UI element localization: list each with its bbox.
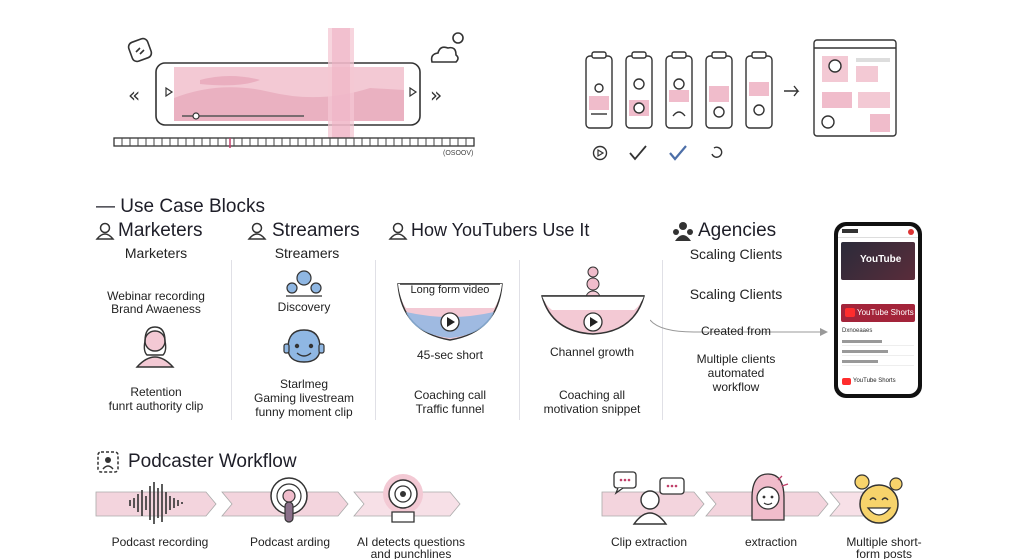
podcast-step-3a: AI detects questions	[356, 535, 466, 549]
divider	[662, 260, 663, 420]
youtube-logo-icon	[845, 308, 855, 317]
refresh-icon	[709, 144, 725, 160]
podcaster-workflow-title: Podcaster Workflow	[128, 451, 297, 472]
streamers-item-4: funny moment clip	[255, 405, 353, 419]
agencies-item-2: Scaling Clients	[689, 286, 783, 302]
long-form-bowl-graphic	[396, 276, 504, 344]
agencies-item-6: workflow	[712, 380, 760, 394]
phone-brand: YouTube	[860, 254, 902, 265]
laughing-emoji-icon	[850, 470, 908, 528]
agencies-item-3: Created from	[700, 324, 772, 338]
person-icon	[247, 221, 267, 241]
phone-mockup: YouTube YouTube Shorts Dxnoeaaes YouTube…	[834, 222, 922, 398]
agencies-header: Agencies	[698, 220, 777, 241]
phone-list-row	[842, 340, 914, 346]
video-timeline-graphic: « »	[110, 28, 480, 163]
person-icon	[95, 221, 115, 241]
svg-text:»: »	[430, 83, 442, 107]
discovery-people-icon	[284, 268, 324, 298]
marketers-item-4: funrt authority clip	[108, 399, 204, 413]
youtubers-item-2: Channel growth	[549, 345, 635, 359]
marketers-item-1: Webinar recording	[107, 289, 205, 303]
agencies-item-5: automated	[707, 366, 765, 380]
phone-clips-to-desktop-graphic	[582, 36, 902, 166]
youtubers-item-3: Coaching call	[413, 388, 487, 402]
podcast-step-5: extraction	[744, 535, 798, 549]
phone-list-row	[842, 360, 914, 366]
agencies-item-4: Multiple clients	[696, 352, 776, 366]
divider	[519, 260, 520, 420]
chat-bubbles-person-icon	[612, 470, 688, 528]
streamers-subheader: Streamers	[274, 245, 340, 261]
person-icon	[388, 221, 408, 241]
youtubers-item-5: Coaching all	[558, 388, 626, 402]
growth-bowl-graphic	[538, 266, 648, 342]
phone-status-bar	[838, 226, 918, 238]
podcast-step-2: Podcast arding	[249, 535, 331, 549]
streamers-item-3: Gaming livestream	[253, 391, 355, 405]
youtubers-header: How YouTubers Use It	[411, 220, 590, 240]
marketers-header: Marketers	[118, 220, 203, 241]
youtubers-item-6: motivation snippet	[543, 402, 641, 416]
phone-shorts-bar: YouTube Shorts	[841, 304, 915, 322]
youtubers-bowl-label: Long form video	[410, 284, 490, 296]
podcast-step-1: Podcast recording	[111, 535, 209, 549]
use-case-blocks-title: — Use Case Blocks	[96, 196, 265, 217]
connector-line	[650, 318, 830, 338]
phone-screen: YouTube YouTube Shorts Dxnoeaaes YouTube…	[838, 226, 918, 394]
check-icon	[628, 144, 648, 162]
podcast-step-4: Clip extraction	[610, 535, 688, 549]
ai-webcam-icon	[380, 472, 426, 528]
team-icon	[672, 220, 694, 242]
podcast-step-6b: form posts	[855, 547, 912, 559]
podcast-step-6a: Multiple short-	[846, 535, 922, 549]
gamer-face-icon	[282, 326, 326, 366]
phone-shorts-footer: YouTube Shorts	[842, 376, 914, 388]
phone-list-title: Dxnoeaaes	[842, 328, 873, 334]
youtube-logo-icon	[842, 378, 851, 385]
streamers-item-2: Starlmeg	[279, 377, 329, 391]
svg-text:«: «	[128, 83, 140, 107]
phone-shorts-footer-label: YouTube Shorts	[853, 378, 896, 384]
podcast-icon	[97, 451, 119, 473]
waveform-icon	[122, 478, 194, 528]
marketers-item-3: Retention	[130, 385, 182, 399]
check-blue-icon	[668, 144, 688, 162]
girl-headphones-icon	[744, 470, 790, 528]
streamers-item-1: Discovery	[277, 300, 331, 314]
timeline-timecode: (OSOOV)	[443, 150, 474, 157]
phone-hero	[841, 242, 915, 280]
youtubers-item-4: Traffic funnel	[415, 402, 485, 416]
podcast-step-3b: and punchlines	[370, 547, 452, 559]
podcast-mic-icon	[266, 476, 312, 528]
woman-avatar-icon	[132, 323, 178, 369]
agencies-item-1: Scaling Clients	[689, 246, 783, 262]
phone-list-row	[842, 350, 914, 356]
streamers-header: Streamers	[272, 220, 360, 241]
divider	[375, 260, 376, 420]
divider	[231, 260, 232, 420]
phone-shorts-label: YouTube Shorts	[857, 308, 914, 317]
play-circle-icon	[592, 145, 608, 161]
marketers-item-2: Brand Awaeness	[111, 302, 201, 316]
youtubers-item-1: 45-sec short	[416, 348, 484, 362]
marketers-subheader: Marketers	[124, 245, 188, 261]
